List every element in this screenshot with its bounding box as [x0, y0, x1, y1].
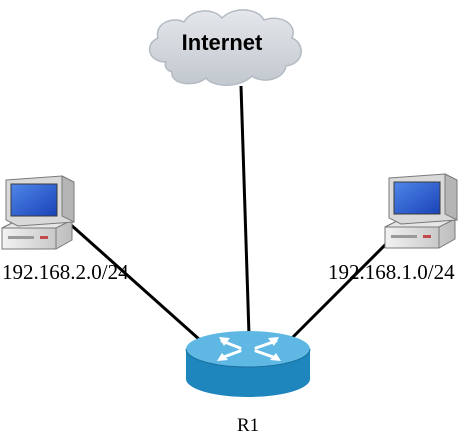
cloud-icon: [148, 9, 302, 86]
right-subnet-label: 192.168.1.0/24: [328, 260, 455, 284]
right-host-icon: [384, 173, 458, 249]
router-label: R1: [237, 415, 260, 436]
internet-label: Internet: [181, 30, 263, 55]
left-host-icon: [1, 175, 75, 250]
link-internet-r1: [239, 85, 251, 336]
link-right-host-r1: [290, 238, 392, 340]
router-icon: [185, 331, 311, 397]
left-subnet-label: 192.168.2.0/24: [2, 260, 129, 284]
link-left-host-r1: [69, 222, 201, 342]
